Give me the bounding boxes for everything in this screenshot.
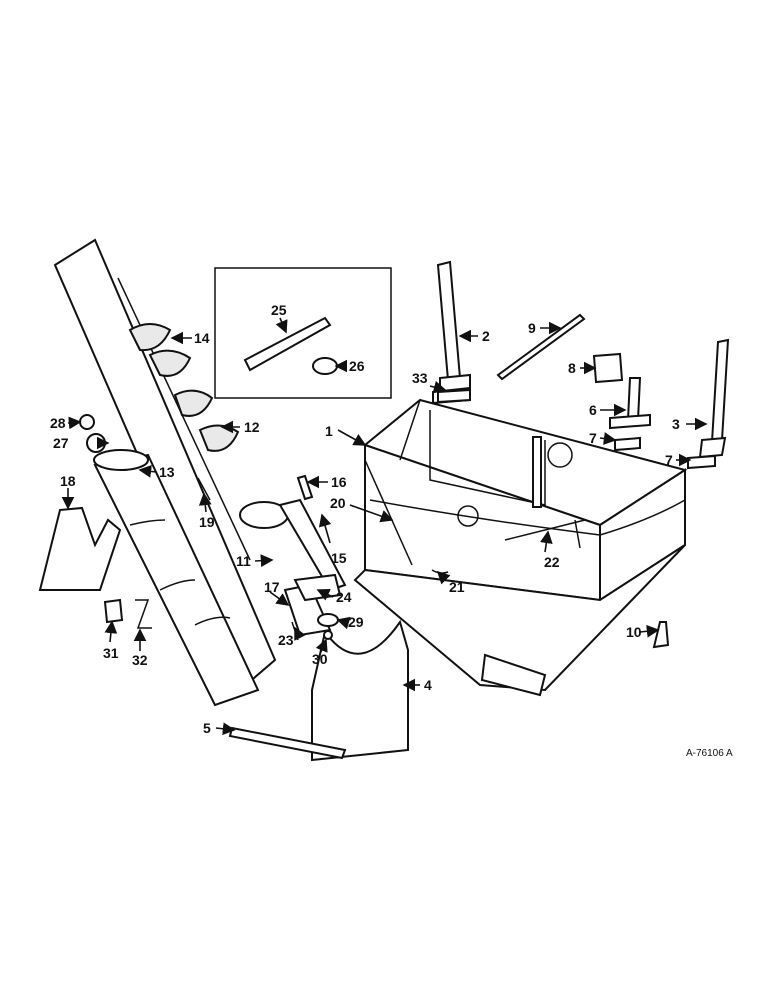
callout-labels: 1 2 3 4 5 6 7 7 8 9 10 11 12 13 14 15 16…: [50, 302, 680, 736]
auger-flighting: [117, 277, 251, 561]
bracket-22: [574, 519, 581, 549]
callout-1: 1: [325, 423, 333, 439]
rod-9: [496, 313, 586, 381]
pin-32: [135, 599, 152, 629]
callout-12: 12: [244, 419, 260, 435]
plate-33: [437, 388, 471, 404]
callout-6: 6: [589, 402, 597, 418]
callout-7a: 7: [589, 430, 597, 446]
trough-25: [243, 316, 332, 372]
callout-3: 3: [672, 416, 680, 432]
shield-18: [38, 506, 122, 591]
callout-30: 30: [312, 651, 328, 667]
callout-17: 17: [264, 579, 280, 595]
callout-19: 19: [199, 514, 215, 530]
pad-7b: [687, 454, 716, 470]
callout-9: 9: [528, 320, 536, 336]
callout-15: 15: [331, 550, 347, 566]
pin-16: [296, 474, 314, 501]
drawing-reference: A-76106 A: [686, 748, 733, 759]
hopper-outlet: [480, 653, 547, 697]
callout-26: 26: [349, 358, 365, 374]
bearing-29: [317, 613, 339, 627]
callout-24: 24: [336, 589, 352, 605]
washer-28: [79, 414, 95, 430]
callout-29: 29: [348, 614, 364, 630]
callout-28: 28: [50, 415, 66, 431]
leader-lines: [61, 317, 708, 736]
callout-25: 25: [271, 302, 287, 318]
callout-27: 27: [53, 435, 69, 451]
callout-14: 14: [194, 330, 210, 346]
callout-8: 8: [568, 360, 576, 376]
callout-11: 11: [236, 553, 251, 569]
support-leg-2: [432, 260, 471, 405]
inset-frame: [214, 267, 392, 399]
callout-20: 20: [330, 495, 346, 511]
pad-7a: [614, 436, 641, 452]
callout-16: 16: [331, 474, 347, 490]
callout-4: 4: [424, 677, 432, 693]
bracket-15: [278, 498, 347, 592]
callout-33: 33: [412, 370, 428, 386]
nut-30: [323, 630, 333, 640]
callout-5: 5: [203, 720, 211, 736]
hopper-box: [353, 398, 688, 697]
shield-4: [311, 619, 409, 762]
callout-13: 13: [159, 464, 175, 480]
callout-2: 2: [482, 328, 490, 344]
support-leg-3: [698, 338, 730, 459]
clamp-26: [312, 357, 338, 375]
callout-31: 31: [103, 645, 119, 661]
bracket-31: [103, 598, 124, 624]
plate-8: [592, 352, 624, 384]
callout-21: 21: [449, 579, 465, 595]
callout-7b: 7: [665, 452, 673, 468]
auger-tube-13: [93, 449, 260, 707]
callout-22: 22: [544, 554, 560, 570]
callout-32: 32: [132, 652, 148, 668]
clip-10: [652, 621, 670, 649]
hopper-divider: [532, 436, 542, 508]
callout-23: 23: [278, 632, 294, 648]
bracket-6: [609, 377, 651, 430]
rod-22: [504, 519, 586, 541]
callout-10: 10: [626, 624, 642, 640]
callout-18: 18: [60, 473, 76, 489]
